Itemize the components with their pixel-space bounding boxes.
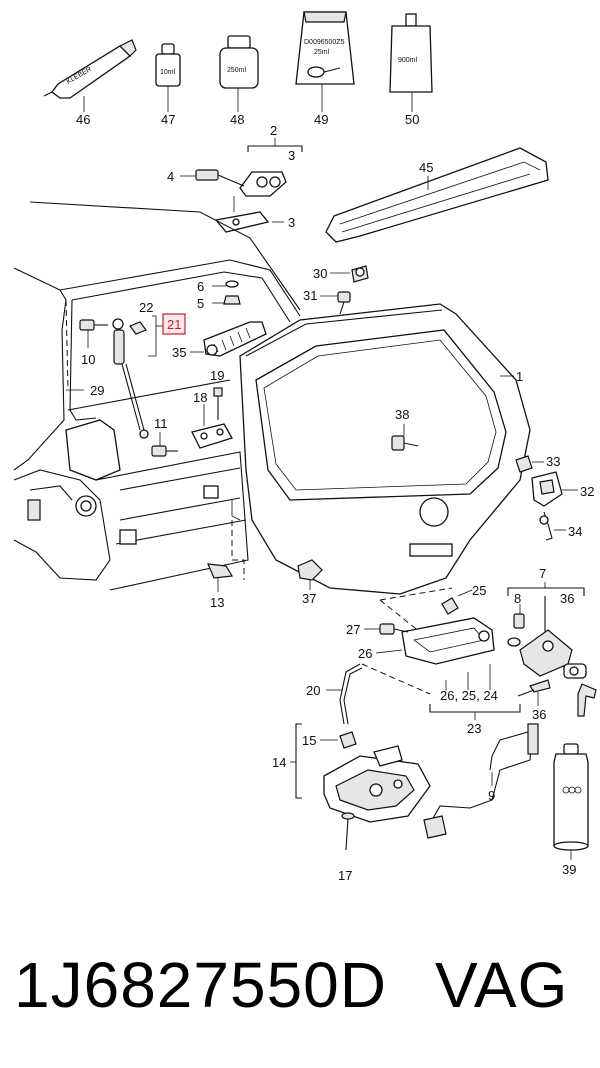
bolt-38: [391, 424, 419, 451]
callout-7: 7: [539, 566, 546, 581]
callout-47: 47: [161, 112, 175, 127]
plug-13: [207, 520, 245, 592]
callout-19: 19: [210, 368, 224, 383]
part-number: 1J6827550D: [14, 949, 387, 1021]
bottle-medium-label: 250ml: [227, 67, 247, 74]
part-number-caption: 1J6827550D VAG: [14, 940, 594, 1030]
cable-grommet-35: [190, 321, 267, 357]
callout-34: 34: [568, 524, 582, 539]
bottle-250ml-48: 250ml: [219, 35, 259, 112]
glue-tube-46: KLEBER: [43, 39, 137, 112]
callout-26: 26: [358, 646, 372, 661]
packet-label-line1: D0096500Z5: [304, 39, 345, 46]
callout-30: 30: [313, 266, 327, 281]
release-cable-9: [423, 723, 539, 839]
callout-22: 22: [139, 300, 153, 315]
parts-exploded-diagram: KLEBER 10ml 250ml D0096500Z5 25ml 900ml …: [13, 11, 597, 883]
callout-11: 11: [154, 416, 168, 431]
packet-49: D0096500Z5 25ml: [295, 11, 355, 112]
callout-21-highlight-box: [162, 313, 186, 335]
packet-label-line2: 25ml: [314, 49, 330, 56]
callout-10: 10: [81, 352, 95, 367]
callout-49: 49: [314, 112, 328, 127]
callout-20: 20: [306, 683, 320, 698]
handle-assembly-26: [364, 587, 495, 665]
callout-18: 18: [193, 390, 207, 405]
callout-39: 39: [562, 862, 576, 877]
callout-36-upper: 36: [560, 591, 574, 606]
callout-35: 35: [172, 345, 186, 360]
callout-38: 38: [395, 407, 409, 422]
washer-6-nut-5: [212, 280, 241, 305]
callout-31: 31: [303, 288, 317, 303]
callout-14: 14: [272, 755, 286, 770]
brand-name: VAG: [434, 949, 569, 1021]
buffer-30-screw-31: [320, 265, 369, 315]
callout-8: 8: [514, 591, 521, 606]
spoiler-45: [325, 147, 549, 243]
tailgate-1: [239, 303, 531, 595]
callout-33: 33: [546, 454, 560, 469]
lock-cylinder-7: [507, 582, 597, 717]
callout-46: 46: [76, 112, 90, 127]
callout-13: 13: [210, 595, 224, 610]
operating-rod-20: [326, 663, 431, 725]
bottle-small-label: 10ml: [160, 69, 176, 76]
callout-6: 6: [197, 279, 204, 294]
bottle-10ml-47: 10ml: [155, 43, 181, 112]
callout-3-upper: 3: [288, 148, 295, 163]
gas-strut-21: [112, 315, 164, 439]
callout-21: 21: [167, 317, 181, 332]
switch-32-33-34: [515, 455, 578, 541]
callout-48: 48: [230, 112, 244, 127]
callout-32: 32: [580, 484, 594, 499]
callout-3-lower: 3: [288, 215, 295, 230]
bracket-18-screw-19: [191, 387, 233, 449]
aerosol-can-39: [553, 743, 589, 860]
callout-45: 45: [419, 160, 433, 175]
callout-29: 29: [90, 383, 104, 398]
bolt-11: [151, 432, 178, 457]
canister-50: 900ml: [389, 13, 433, 112]
tailgate-lock-14: [290, 723, 431, 851]
hinge-assembly: [180, 138, 303, 233]
bolt-10: [79, 319, 108, 348]
callout-37: 37: [302, 591, 316, 606]
callout-9: 9: [488, 788, 495, 803]
callout-26-25-24: 26, 25, 24: [440, 688, 498, 703]
callout-50: 50: [405, 112, 419, 127]
callout-17: 17: [338, 868, 352, 883]
buffer-37: [297, 559, 323, 590]
callout-2: 2: [270, 123, 277, 138]
canister-label: 900ml: [398, 57, 418, 64]
bracket-23: [429, 664, 521, 720]
callout-4: 4: [167, 169, 174, 184]
callout-27: 27: [346, 622, 360, 637]
callout-25-upper: 25: [472, 583, 486, 598]
trim-strip-29: [65, 299, 69, 391]
callout-15: 15: [302, 733, 316, 748]
callout-5: 5: [197, 296, 204, 311]
callout-23: 23: [467, 721, 481, 736]
callout-1: 1: [516, 369, 523, 384]
car-body-outline: [13, 201, 301, 591]
callout-36-lower: 36: [532, 707, 546, 722]
